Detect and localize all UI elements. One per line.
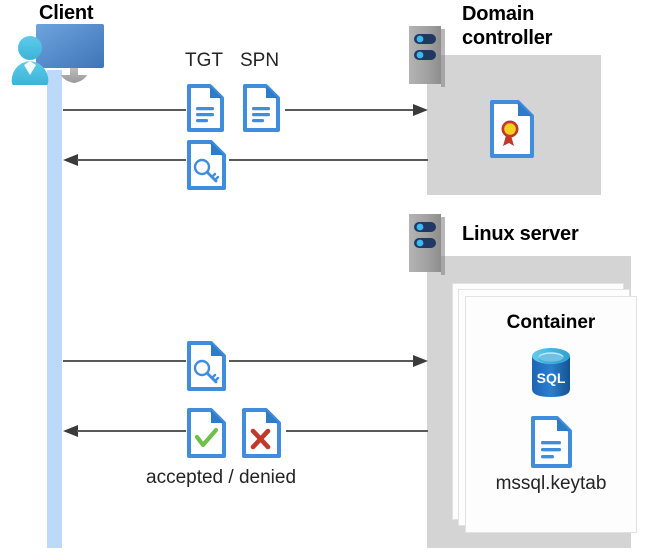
spn-label: SPN xyxy=(240,50,280,71)
domain-controller-title-line2: controller xyxy=(462,27,553,49)
domain-controller-title-line1: Domain xyxy=(462,3,535,25)
svg-text:SQL: SQL xyxy=(537,370,566,386)
container-title: Container xyxy=(506,312,596,333)
key-document-icon xyxy=(186,341,226,391)
check-document-icon xyxy=(186,408,226,458)
accepted-denied-caption: accepted / denied xyxy=(146,467,297,488)
container-card-front[interactable]: Container SQL xyxy=(465,296,637,533)
document-icon xyxy=(530,416,572,468)
document-icon xyxy=(242,84,280,132)
document-icon xyxy=(186,84,224,132)
client-lifeline xyxy=(47,70,62,548)
server-rack-icon xyxy=(409,214,445,276)
tgt-label: TGT xyxy=(185,50,223,71)
keytab-label: mssql.keytab xyxy=(495,473,607,494)
linux-server-title: Linux server xyxy=(462,223,579,245)
client-title: Client xyxy=(39,2,94,24)
cross-document-icon xyxy=(241,408,281,458)
key-document-icon xyxy=(186,140,226,190)
user-computer-icon xyxy=(8,20,118,90)
sql-database-icon: SQL xyxy=(527,346,575,400)
server-rack-icon xyxy=(409,26,445,88)
certificate-document-icon xyxy=(489,100,535,158)
